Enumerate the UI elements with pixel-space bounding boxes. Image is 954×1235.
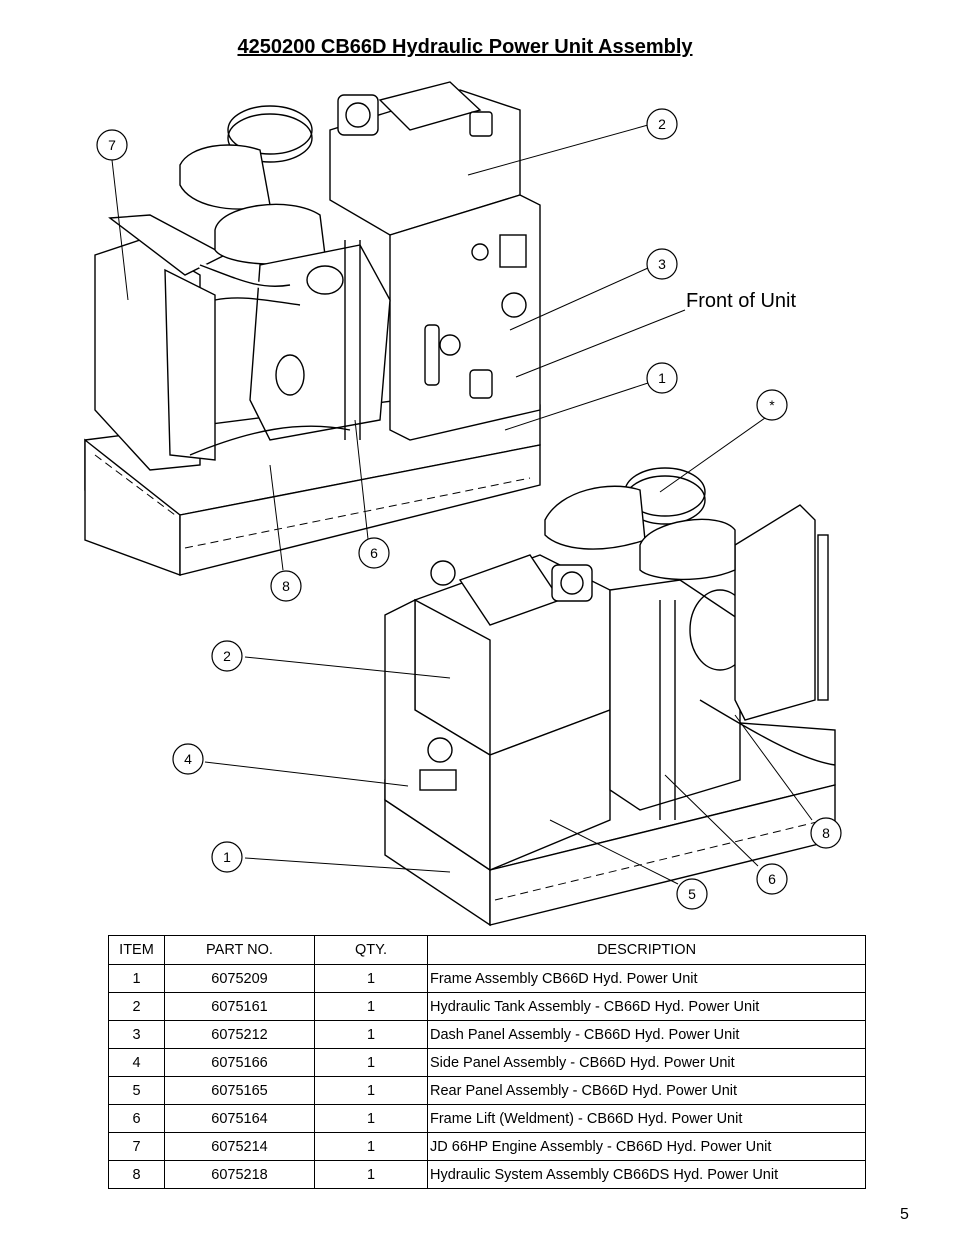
cell-description: Hydraulic Tank Assembly - CB66D Hyd. Pow… — [427, 992, 866, 1021]
cell-description: Rear Panel Assembly - CB66D Hyd. Power U… — [427, 1076, 866, 1105]
cell-item: 7 — [108, 1132, 165, 1161]
header-qty: QTY. — [314, 935, 428, 965]
callout-5-bottom: 5 — [688, 886, 696, 902]
callout-6-top: 6 — [370, 545, 378, 561]
cell-qty: 1 — [314, 1020, 428, 1049]
cell-item: 6 — [108, 1104, 165, 1133]
cell-item: 4 — [108, 1048, 165, 1077]
cell-part-no: 6075214 — [164, 1132, 315, 1161]
cell-item: 1 — [108, 964, 165, 993]
table-row: 8 6075218 1 Hydraulic System Assembly CB… — [108, 1160, 866, 1189]
callout-2-top: 2 — [658, 116, 666, 132]
page-number: 5 — [900, 1206, 909, 1223]
callout-4-bottom: 4 — [184, 751, 192, 767]
header-description: DESCRIPTION — [427, 935, 866, 965]
cell-part-no: 6075212 — [164, 1020, 315, 1049]
callout-1-top: 1 — [658, 370, 666, 386]
cell-qty: 1 — [314, 1048, 428, 1077]
leader-lines — [111, 124, 813, 885]
cell-part-no: 6075161 — [164, 992, 315, 1021]
table-row: 3 6075212 1 Dash Panel Assembly - CB66D … — [108, 1020, 866, 1049]
callout-2-bottom: 2 — [223, 648, 231, 664]
cell-part-no: 6075164 — [164, 1104, 315, 1133]
table-row: 1 6075209 1 Frame Assembly CB66D Hyd. Po… — [108, 964, 866, 993]
cell-description: JD 66HP Engine Assembly - CB66D Hyd. Pow… — [427, 1132, 866, 1161]
front-of-unit-label: Front of Unit — [686, 290, 797, 312]
upper-unit-drawing — [84, 81, 541, 577]
cell-qty: 1 — [314, 1160, 428, 1189]
table-row: 6 6075164 1 Frame Lift (Weldment) - CB66… — [108, 1104, 866, 1133]
callout-6-bottom: 6 — [768, 871, 776, 887]
lower-unit-drawing — [384, 467, 836, 927]
cell-description: Hydraulic System Assembly CB66DS Hyd. Po… — [427, 1160, 866, 1189]
cell-qty: 1 — [314, 1132, 428, 1161]
callout-3-top: 3 — [658, 256, 666, 272]
cell-description: Frame Lift (Weldment) - CB66D Hyd. Power… — [427, 1104, 866, 1133]
page-title: 4250200 CB66D Hydraulic Power Unit Assem… — [237, 36, 693, 58]
table-header-row: ITEM PART NO. QTY. DESCRIPTION — [108, 935, 866, 965]
cell-qty: 1 — [314, 1076, 428, 1105]
table-row: 2 6075161 1 Hydraulic Tank Assembly - CB… — [108, 992, 866, 1021]
table-row: 4 6075166 1 Side Panel Assembly - CB66D … — [108, 1048, 866, 1077]
cell-qty: 1 — [314, 992, 428, 1021]
parts-table: ITEM PART NO. QTY. DESCRIPTION 1 6075209… — [108, 935, 866, 1189]
cell-qty: 1 — [314, 1104, 428, 1133]
cell-part-no: 6075165 — [164, 1076, 315, 1105]
header-part-no: PART NO. — [164, 935, 315, 965]
cell-item: 8 — [108, 1160, 165, 1189]
cell-qty: 1 — [314, 964, 428, 993]
cell-part-no: 6075166 — [164, 1048, 315, 1077]
callout-8-bottom: 8 — [822, 825, 830, 841]
table-row: 5 6075165 1 Rear Panel Assembly - CB66D … — [108, 1076, 866, 1105]
cell-description: Frame Assembly CB66D Hyd. Power Unit — [427, 964, 866, 993]
cell-item: 5 — [108, 1076, 165, 1105]
callout-8-top: 8 — [282, 578, 290, 594]
header-item: ITEM — [108, 935, 165, 965]
cell-description: Side Panel Assembly - CB66D Hyd. Power U… — [427, 1048, 866, 1077]
cell-part-no: 6075218 — [164, 1160, 315, 1189]
cell-description: Dash Panel Assembly - CB66D Hyd. Power U… — [427, 1020, 866, 1049]
callout-star: * — [769, 397, 775, 413]
cell-part-no: 6075209 — [164, 964, 315, 993]
callout-7-top: 7 — [108, 137, 116, 153]
cell-item: 3 — [108, 1020, 165, 1049]
assembly-drawing: 2 3 1 7 6 8 * 2 4 1 5 6 8 — [84, 81, 842, 927]
cell-item: 2 — [108, 992, 165, 1021]
callout-1-bottom: 1 — [223, 849, 231, 865]
table-row: 7 6075214 1 JD 66HP Engine Assembly - CB… — [108, 1132, 866, 1161]
callout-circles — [96, 108, 842, 910]
